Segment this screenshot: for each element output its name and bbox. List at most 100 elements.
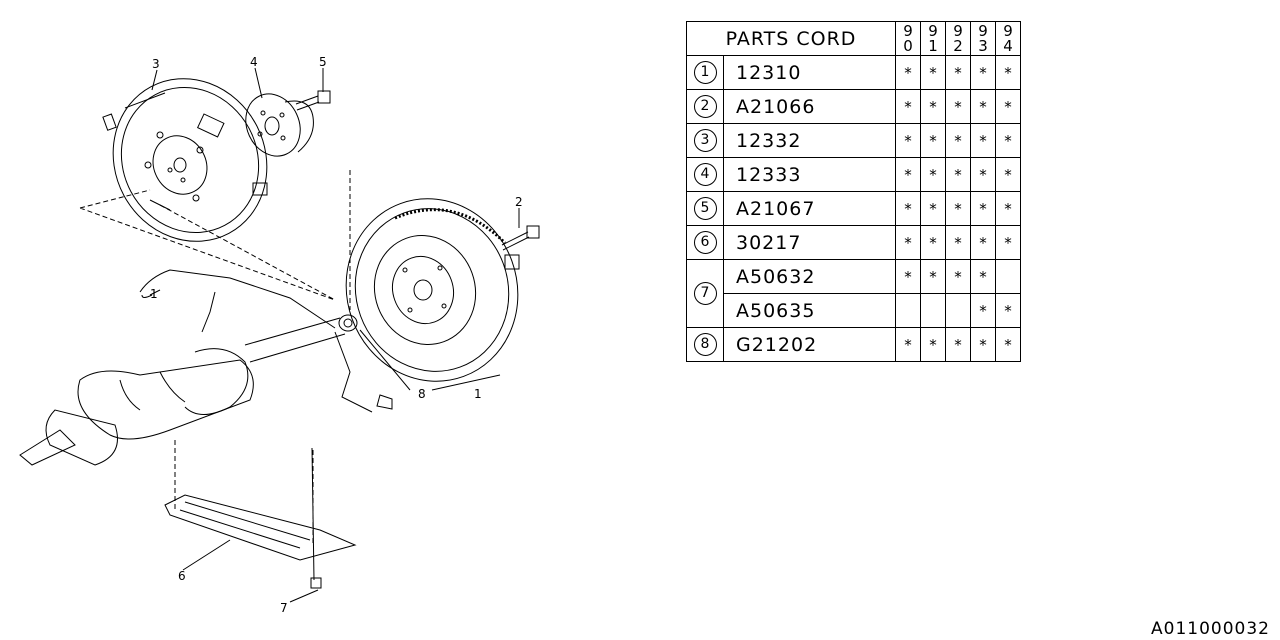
fitment-mark: * <box>920 157 946 192</box>
fitment-mark: * <box>895 259 921 294</box>
fitment-mark: * <box>970 191 996 226</box>
fitment-mark: * <box>970 259 996 294</box>
callout-1-flywheel: 1 <box>474 387 482 401</box>
fitment-mark: * <box>995 191 1021 226</box>
table-row: 5 A21067 * * * * * <box>686 191 1021 226</box>
table-row: 8 G21202 * * * * * <box>686 327 1021 362</box>
fitment-mark: * <box>945 123 971 158</box>
table-row: 7 A50632 * * * * <box>686 259 1021 328</box>
ref-number: 8 <box>686 327 724 362</box>
ref-number: 7 <box>686 259 724 328</box>
crankshaft <box>19 317 346 466</box>
callout-8: 8 <box>418 387 426 401</box>
fitment-mark: * <box>995 157 1021 192</box>
callout-3: 3 <box>152 57 160 71</box>
fitment-mark: * <box>920 123 946 158</box>
fitment-mark: * <box>920 55 946 90</box>
callout-2: 2 <box>515 195 523 209</box>
part-number: 12333 <box>723 157 896 192</box>
fitment-mark <box>920 293 946 328</box>
assembly-guide-lines <box>79 170 351 545</box>
fitment-mark: * <box>945 327 971 362</box>
ref-number: 5 <box>686 191 724 226</box>
fitment-mark: * <box>970 157 996 192</box>
part-number: A50632 <box>723 259 896 294</box>
fitment-mark: * <box>970 225 996 260</box>
part-number: 30217 <box>723 225 896 260</box>
fitment-mark <box>945 293 971 328</box>
fitment-mark: * <box>995 55 1021 90</box>
fitment-mark: * <box>920 89 946 124</box>
fitment-mark: * <box>895 89 921 124</box>
callout-7: 7 <box>280 601 288 615</box>
fitment-mark: * <box>970 327 996 362</box>
fitment-mark: * <box>970 89 996 124</box>
part-number: G21202 <box>723 327 896 362</box>
fitment-mark: * <box>945 259 971 294</box>
part-number: A21067 <box>723 191 896 226</box>
fitment-mark: * <box>945 89 971 124</box>
fitment-mark: * <box>945 225 971 260</box>
ref-number: 1 <box>686 55 724 90</box>
leader-lines <box>149 67 520 603</box>
ref-number: 3 <box>686 123 724 158</box>
fitment-mark <box>995 259 1021 294</box>
fitment-mark: * <box>970 123 996 158</box>
ref-number: 2 <box>686 89 724 124</box>
exploded-parts-diagram: 3 4 5 2 1 8 1 6 7 <box>19 55 540 615</box>
fitment-mark: * <box>995 89 1021 124</box>
ref-number: 6 <box>686 225 724 260</box>
part-number: A50635 <box>723 293 896 328</box>
fitment-mark: * <box>970 55 996 90</box>
fitment-mark: * <box>895 327 921 362</box>
table-row: 6 30217 * * * * * <box>686 225 1021 260</box>
table-row: 4 12333 * * * * * <box>686 157 1021 192</box>
fitment-mark: * <box>945 191 971 226</box>
fitment-mark: * <box>895 157 921 192</box>
catalog-code: A011000032 <box>1151 619 1270 639</box>
table-row: 1 12310 * * * * * <box>686 55 1021 90</box>
bolt-2 <box>501 225 540 251</box>
fitment-mark: * <box>995 293 1021 328</box>
hub-flange <box>245 93 314 157</box>
fitment-mark: * <box>920 259 946 294</box>
fitment-mark: * <box>970 293 996 328</box>
engine-outline <box>139 269 393 413</box>
callout-6: 6 <box>178 569 186 583</box>
fitment-mark: * <box>995 123 1021 158</box>
fitment-mark: * <box>995 225 1021 260</box>
table-row: 3 12332 * * * * * <box>686 123 1021 158</box>
parts-cord-header: PARTS CORD <box>686 21 896 56</box>
part-number: A21066 <box>723 89 896 124</box>
fitment-mark: * <box>995 327 1021 362</box>
fitment-mark: * <box>920 191 946 226</box>
fitment-mark <box>895 293 921 328</box>
fitment-mark: * <box>895 191 921 226</box>
part-number: 12332 <box>723 123 896 158</box>
fitment-mark: * <box>920 327 946 362</box>
ref-number: 4 <box>686 157 724 192</box>
part-number: 12310 <box>723 55 896 90</box>
bolt-5 <box>295 90 331 111</box>
pilot-bearing <box>338 314 358 332</box>
drive-plate <box>102 78 268 242</box>
cover-plate <box>164 494 357 561</box>
fitment-mark: * <box>895 55 921 90</box>
callout-4: 4 <box>250 55 258 69</box>
table-row: 2 A21066 * * * * * <box>686 89 1021 124</box>
table-row: A50635 * * <box>687 293 1021 328</box>
fitment-mark: * <box>945 157 971 192</box>
callout-1-engine: 1 <box>150 287 158 301</box>
fitment-mark: * <box>920 225 946 260</box>
fitment-mark: * <box>895 225 921 260</box>
flywheel <box>345 198 520 382</box>
fitment-mark: * <box>895 123 921 158</box>
fitment-mark: * <box>945 55 971 90</box>
